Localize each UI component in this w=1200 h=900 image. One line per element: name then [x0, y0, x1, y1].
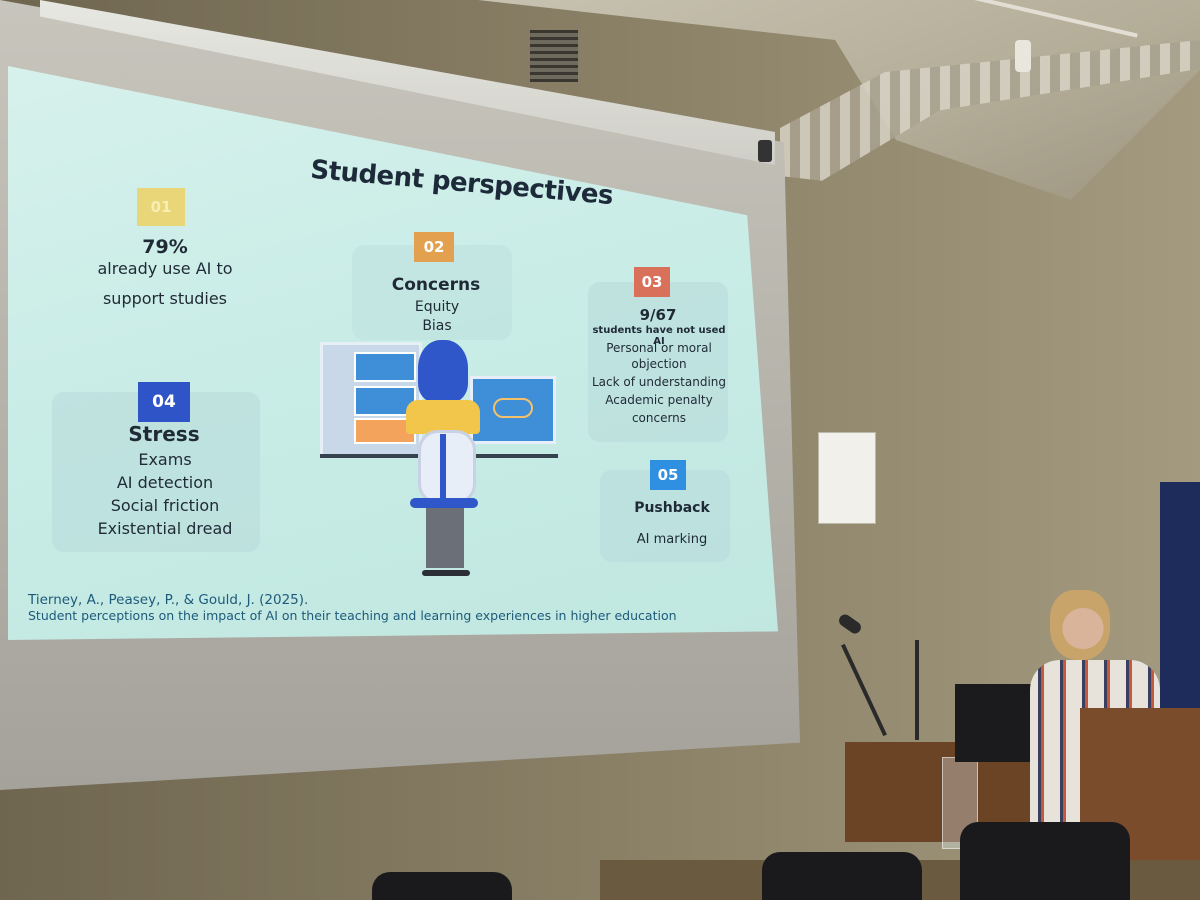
item-04-line: AI detection [116, 473, 214, 492]
item-03-line: Lack of understanding [592, 375, 727, 389]
right-monitor-icon [470, 376, 556, 444]
microphone-stand [915, 640, 919, 740]
chair-base-icon [422, 570, 470, 576]
monitor-panel-icon [354, 352, 416, 382]
item-04-line: Social friction [110, 496, 220, 515]
screen-roller-cap [758, 140, 772, 162]
presenter-head [1050, 590, 1110, 660]
item-03-badge: 03 [634, 267, 670, 297]
item-03-subhead: students have not used AI [592, 325, 726, 347]
item-01-headline: 79% [142, 236, 188, 258]
item-04-line: Existential dread [97, 519, 233, 538]
student-legs-icon [426, 508, 464, 568]
audience-chair [372, 872, 512, 900]
roll-up-banner [1160, 482, 1200, 712]
item-01-badge: 01 [137, 188, 185, 226]
item-04-badge: 04 [138, 382, 190, 422]
item-05-badge: 05 [650, 460, 686, 490]
citation-authors: Tierney, A., Peasey, P., & Gould, J. (20… [28, 592, 309, 608]
ceiling-vent [530, 30, 578, 82]
item-04-line: Exams [138, 450, 192, 469]
student-body-icon [406, 400, 480, 434]
item-04-headline: Stress [128, 422, 200, 446]
item-03-line: Personal or moral [606, 341, 712, 355]
item-01-line: support studies [102, 289, 228, 308]
monitor-panel-icon [354, 386, 416, 416]
item-01-line: already use AI to [97, 259, 233, 278]
item-02-line: Bias [422, 318, 452, 334]
citation-title: Student perceptions on the impact of AI … [28, 608, 677, 623]
chair-pole-icon [440, 434, 446, 554]
glasses-icon [493, 398, 533, 418]
wall-speaker [818, 432, 876, 524]
spotlight [1015, 40, 1031, 72]
item-02-headline: Concerns [391, 275, 481, 295]
item-02-badge: 02 [414, 232, 454, 262]
item-05-line: AI marking [636, 532, 708, 547]
item-03-line: Academic penalty [605, 393, 713, 407]
students-not-used-panel [588, 282, 728, 442]
audience-chair [960, 822, 1130, 900]
item-03-headline: 9/67 [639, 306, 677, 324]
chair-back-icon [418, 430, 476, 504]
student-at-desk-illustration [318, 338, 558, 588]
item-03-line: objection [631, 357, 687, 371]
item-05-headline: Pushback [634, 500, 710, 516]
item-03-line: concerns [631, 411, 687, 425]
item-02-line: Equity [414, 299, 460, 315]
audience-chair [762, 852, 922, 900]
student-head-icon [418, 340, 468, 402]
